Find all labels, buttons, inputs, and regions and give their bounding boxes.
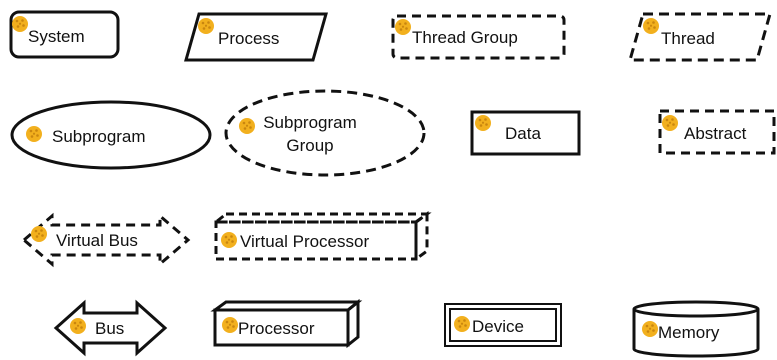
subprogram-group-label-line1: Subprogram [263,113,357,132]
thread-parallelogram [628,12,772,62]
device-label: Device [472,317,524,336]
thread-group-label: Thread Group [412,28,518,47]
system-shape: System [9,10,120,59]
orange-category-icon [221,232,237,248]
data-shape: Data [470,110,581,156]
device-outer-frame [444,303,562,347]
processor-front-face [213,308,350,347]
subprogram-label: Subprogram [52,127,146,146]
orange-category-icon [395,19,411,35]
virtual-bus-label: Virtual Bus [56,231,138,250]
subprogram-group-label-line2: Group [286,136,333,155]
process-shape: Process [184,12,328,62]
orange-category-icon [26,126,42,142]
thread-shape: Thread [628,12,772,62]
orange-category-icon [222,317,238,333]
processor-label: Processor [238,319,315,338]
bus-label: Bus [95,319,124,338]
device-inner-frame [449,308,557,342]
process-parallelogram [184,12,328,62]
data-box [470,110,581,156]
memory-shape: Memory [632,300,760,358]
orange-category-icon [643,18,659,34]
orange-category-icon [239,118,255,134]
device-shape: Device [444,303,562,347]
orange-category-icon [31,226,47,242]
abstract-box [658,109,776,155]
virtual-bus-shape: Virtual Bus [21,212,191,268]
subprogram-group-shape: Subprogram Group [224,89,426,177]
data-label: Data [505,124,541,143]
virtual-bus-double-arrow [21,212,191,268]
subprogram-group-ellipse [224,89,426,177]
system-label: System [28,27,85,46]
system-box [9,10,120,59]
processor-shape: Processor [210,298,363,349]
orange-category-icon [454,316,470,332]
subprogram-ellipse [10,100,212,170]
orange-category-icon [12,16,28,32]
orange-category-icon [662,115,678,131]
virtual-processor-label: Virtual Processor [240,232,369,251]
bus-double-arrow [53,299,168,357]
memory-cylinder-body [632,309,760,358]
orange-category-icon [198,18,214,34]
abstract-shape: Abstract [658,109,776,155]
process-label: Process [218,29,279,48]
orange-category-icon [642,321,658,337]
thread-group-shape: Thread Group [391,14,566,60]
thread-label: Thread [661,29,715,48]
thread-group-box [391,14,566,60]
virtual-processor-shape: Virtual Processor [211,211,432,262]
abstract-label: Abstract [684,124,747,143]
memory-cylinder-top [632,300,760,318]
orange-category-icon [475,115,491,131]
memory-label: Memory [658,323,720,342]
bus-shape: Bus [53,299,168,357]
orange-category-icon [70,318,86,334]
subprogram-shape: Subprogram [10,100,212,170]
virtual-processor-front-face [214,220,418,261]
virtual-processor-side-face [414,211,429,262]
